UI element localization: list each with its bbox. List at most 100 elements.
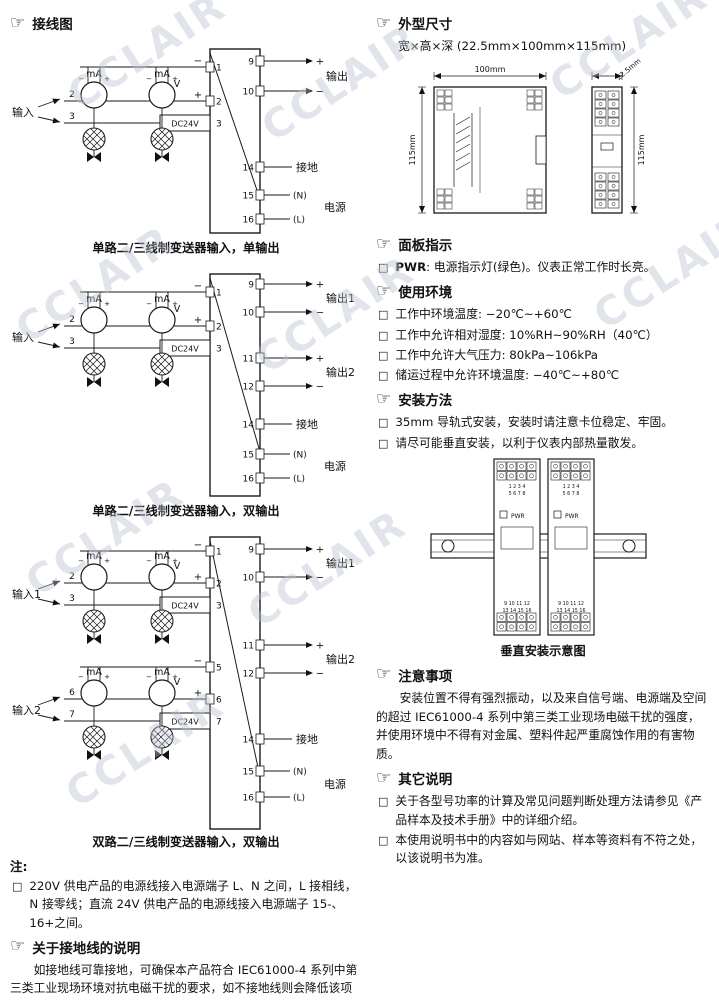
checkbox-bullet: □ bbox=[378, 436, 389, 450]
checkbox-bullet: □ bbox=[378, 348, 389, 362]
output-label: 输出2 bbox=[326, 365, 355, 379]
terminal-number: 1 bbox=[216, 289, 222, 299]
box-shape bbox=[526, 89, 535, 97]
section-header-dimensions: ☞ 外型尺寸 bbox=[376, 13, 710, 33]
screw-dot bbox=[583, 473, 588, 478]
box-shape bbox=[205, 320, 215, 332]
terminal-number: 3 bbox=[216, 345, 222, 355]
pointing-hand-icon: ☞ bbox=[10, 12, 26, 33]
power-terminal-label: (N) bbox=[293, 192, 307, 202]
wire-line bbox=[90, 360, 105, 375]
terminal-numbers: 13 14 15 16 bbox=[557, 608, 586, 614]
environment-item-text: 工作中允许大气压力: 80kPa~106kPa bbox=[395, 347, 599, 362]
box-shape bbox=[526, 202, 535, 210]
arrowhead bbox=[52, 715, 60, 722]
transmitter-circle bbox=[80, 81, 108, 109]
environment-item: □ 工作中环境温度: −20℃~+60℃ bbox=[376, 305, 710, 323]
screw-dot bbox=[563, 624, 568, 629]
other-item: □ 本使用说明书中的内容如与网站、样本等资料有不符之处，以该说明书为准。 bbox=[376, 831, 710, 868]
box-shape bbox=[560, 612, 571, 622]
output-label: 输出 bbox=[326, 69, 348, 83]
transmitter-minus: − bbox=[78, 75, 84, 83]
box-shape bbox=[255, 543, 265, 555]
box-shape bbox=[526, 96, 535, 104]
pointing-hand-icon: ☞ bbox=[376, 388, 392, 409]
meter-label: mA bbox=[154, 294, 170, 305]
valve-symbol bbox=[155, 634, 169, 644]
screw-dot bbox=[573, 463, 578, 469]
screw-dot bbox=[598, 193, 603, 197]
wire-line bbox=[158, 610, 173, 625]
screw-dot bbox=[611, 184, 616, 188]
box-shape bbox=[526, 195, 535, 203]
pwr-key: PWR bbox=[395, 260, 427, 274]
arrowhead bbox=[306, 281, 313, 287]
box-shape bbox=[560, 471, 571, 481]
wire-line bbox=[151, 128, 166, 143]
box-shape bbox=[534, 89, 543, 97]
screw-dot bbox=[553, 473, 558, 478]
wiring-caption-2: 单路二/三线制变送器输入，双输出 bbox=[92, 504, 280, 518]
box-shape bbox=[570, 622, 581, 632]
wire-line bbox=[153, 612, 170, 629]
terminal-number: 15 bbox=[243, 768, 254, 778]
pointing-hand-icon: ☞ bbox=[376, 767, 392, 788]
box-shape bbox=[255, 639, 265, 651]
transmitter-minus: − bbox=[146, 300, 152, 308]
valve-symbol bbox=[87, 152, 101, 162]
wire-line bbox=[158, 353, 173, 368]
wire-number: 2 bbox=[69, 315, 75, 325]
box-shape bbox=[444, 202, 453, 210]
checkbox-bullet: □ bbox=[378, 369, 389, 383]
box-shape bbox=[560, 622, 571, 632]
arrowhead bbox=[419, 87, 425, 94]
arrowhead bbox=[52, 580, 60, 587]
transmitter-minus: − bbox=[78, 557, 84, 565]
rail-hole bbox=[622, 539, 636, 553]
terminal-number: 12 bbox=[243, 383, 254, 393]
screw-dot bbox=[563, 614, 568, 620]
box-shape bbox=[255, 189, 265, 201]
box-shape bbox=[580, 471, 591, 481]
box-shape bbox=[436, 202, 445, 210]
box-shape bbox=[607, 199, 620, 209]
box-shape bbox=[436, 96, 445, 104]
box-shape bbox=[205, 61, 215, 73]
polarity-sign: − bbox=[316, 669, 324, 680]
box-shape bbox=[506, 461, 517, 471]
screw-dot bbox=[553, 624, 558, 629]
wire-line bbox=[153, 356, 170, 373]
section-title-environment: 使用环境 bbox=[398, 285, 453, 302]
box-shape bbox=[255, 667, 265, 679]
screw-dot bbox=[611, 102, 616, 106]
wire-line bbox=[455, 143, 471, 153]
screw-dot bbox=[598, 102, 603, 106]
dim-width-label: 100mm bbox=[475, 65, 506, 74]
box-shape bbox=[594, 117, 607, 127]
terminal-number: 16 bbox=[243, 216, 255, 226]
environment-item-text: 工作中环境温度: −20℃~+60℃ bbox=[395, 307, 572, 322]
transmitter-plus: + bbox=[104, 75, 110, 83]
meter-label: mA bbox=[154, 69, 170, 80]
screw-dot bbox=[509, 624, 514, 629]
box-shape bbox=[205, 577, 215, 589]
box-shape bbox=[534, 103, 543, 111]
polarity-sign: + bbox=[316, 57, 324, 68]
environment-item-text: 工作中允许相对湿度: 10%RH~90%RH（40℃） bbox=[395, 327, 658, 342]
transmitter-circle bbox=[80, 306, 108, 334]
screw-dot bbox=[573, 624, 578, 629]
valve-symbol bbox=[87, 634, 101, 644]
box-shape bbox=[255, 213, 265, 225]
plus-sign: + bbox=[194, 90, 202, 101]
terminal-number: 2 bbox=[216, 580, 222, 590]
screw-dot bbox=[553, 463, 558, 469]
wire-line bbox=[83, 733, 98, 748]
wire-line bbox=[455, 152, 471, 162]
terminal-number: 2 bbox=[216, 323, 222, 333]
wire-line bbox=[83, 617, 98, 632]
precautions-paragraph: 安装位置不得有强烈振动，以及来自信号端、电源端及空间的超过 IEC61000-4… bbox=[376, 690, 707, 761]
section-title-panel: 面板指示 bbox=[398, 238, 453, 254]
box-shape bbox=[506, 622, 517, 632]
